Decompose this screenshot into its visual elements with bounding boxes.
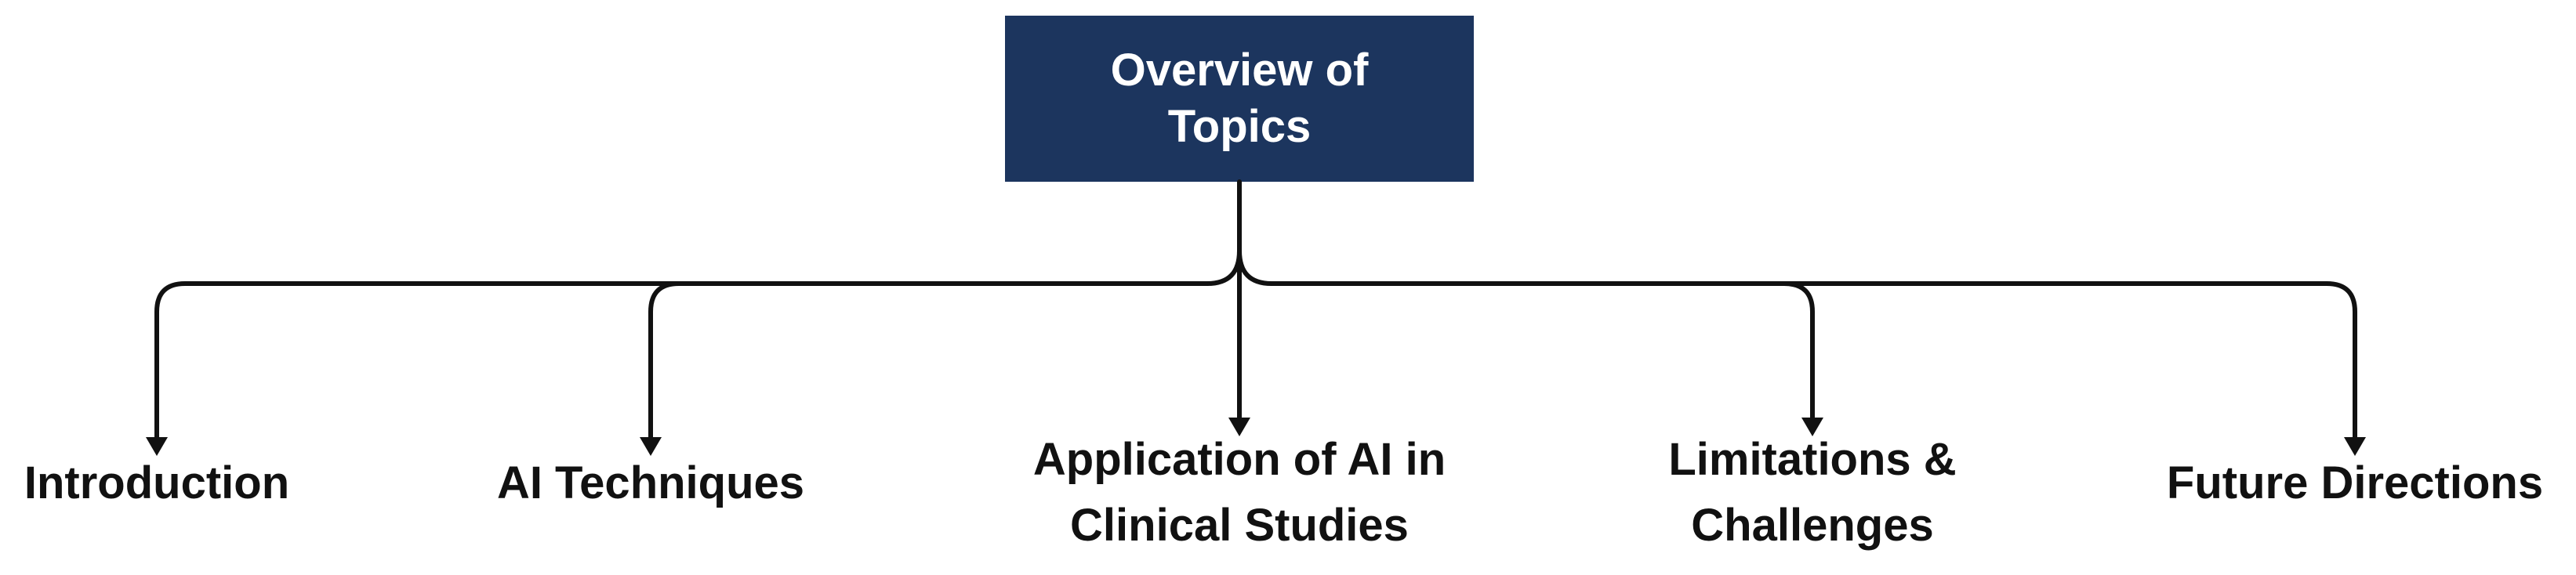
- topic-application-line-2: Clinical Studies: [1070, 500, 1409, 551]
- branch-future-directions: [1269, 281, 2357, 445]
- arrowhead-limitations: [1801, 418, 1823, 436]
- topic-introduction-label: Introduction: [24, 457, 290, 508]
- root-label-line-2: Topics: [1167, 101, 1312, 152]
- topic-limitations-line-2: Challenges: [1691, 500, 1934, 551]
- arrowhead-future-directions: [2344, 437, 2366, 456]
- branch-ai-techniques: [648, 281, 1210, 445]
- topic-future-directions-label: Future Directions: [2166, 457, 2544, 508]
- root-node-overview-of-topics: Overview of Topics: [1005, 16, 1474, 182]
- topic-limitations-challenges: Limitations & Challenges: [1632, 427, 1993, 559]
- topic-limitations-line-1: Limitations &: [1668, 434, 1957, 485]
- arrowhead-ai-techniques: [640, 437, 662, 456]
- root-node-label: Overview of Topics: [1111, 42, 1369, 156]
- topic-ai-techniques-label: AI Techniques: [496, 457, 805, 508]
- trunk-connector-right: [1237, 248, 1274, 286]
- topic-future-directions: Future Directions: [2143, 450, 2567, 516]
- topic-application-of-ai: Application of AI in Clinical Studies: [989, 427, 1490, 559]
- trunk-connector: [1205, 179, 1242, 286]
- branch-introduction: [154, 281, 1210, 445]
- arrowhead-application: [1228, 418, 1250, 436]
- topic-introduction: Introduction: [11, 450, 303, 516]
- arrowhead-introduction: [146, 437, 168, 456]
- topic-ai-techniques: AI Techniques: [478, 450, 823, 516]
- topic-application-line-1: Application of AI in: [1032, 434, 1446, 485]
- branch-limitations: [1269, 281, 1815, 425]
- root-label-line-1: Overview of: [1110, 44, 1369, 96]
